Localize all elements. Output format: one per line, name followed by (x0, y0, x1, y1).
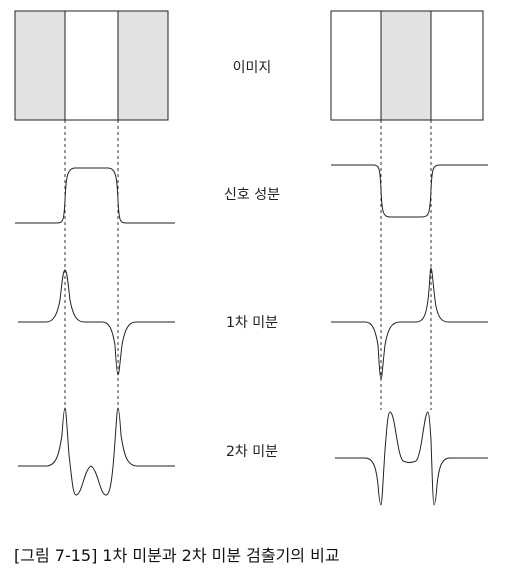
left-image-dark-left (14, 10, 66, 121)
right-first-derivative-curve (331, 267, 488, 380)
right-image-bright-right (430, 10, 484, 121)
label-second-derivative: 2차 미분 (226, 444, 278, 460)
label-signal-component: 신호 성분 (224, 187, 280, 203)
label-first-derivative: 1차 미분 (226, 315, 278, 331)
edge-guide-lines (64, 120, 432, 410)
left-signal-curve (15, 167, 175, 224)
right-image-bright-left (330, 10, 382, 121)
figure-caption: [그림 7-15] 1차 미분과 2차 미분 검출기의 비교 (14, 546, 340, 565)
right-image-panel (330, 10, 484, 121)
left-image-bright-center (64, 10, 119, 121)
left-first-derivative-curve (18, 269, 175, 376)
right-second-derivative-curve (335, 411, 488, 506)
left-image-dark-right (117, 10, 169, 121)
left-image-panel (14, 10, 169, 121)
right-signal-curve (331, 164, 488, 218)
right-image-dark-center (380, 10, 432, 121)
left-second-derivative-curve (18, 407, 175, 496)
label-image: 이미지 (233, 60, 272, 76)
